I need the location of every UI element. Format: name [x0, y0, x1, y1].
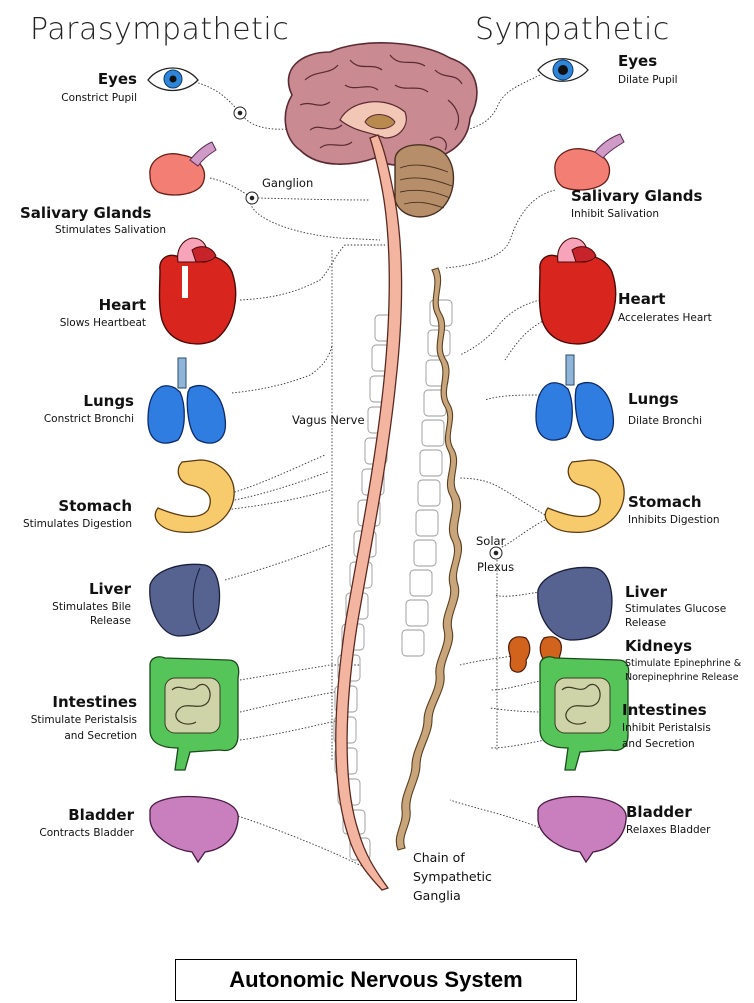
chain-label-1: Chain of [413, 848, 465, 867]
left-liver-effect-2: Release [90, 614, 131, 628]
left-liver-effect-1: Stimulates Bile [52, 600, 131, 614]
right-kidneys-effect-1: Stimulate Epinephrine & [625, 657, 741, 671]
brain [285, 43, 477, 217]
left-intestines-effect-1: Stimulate Peristalsis [31, 713, 137, 727]
sympathetic-header: Sympathetic [475, 12, 670, 47]
heart-icon-left [160, 238, 236, 344]
left-lungs-effect: Constrict Bronchi [44, 412, 134, 426]
salivary-gland-icon-right [555, 134, 624, 190]
right-liver-title: Liver [625, 583, 667, 601]
left-stomach-effect: Stimulates Digestion [23, 517, 132, 531]
left-stomach-title: Stomach [58, 497, 132, 515]
bladder-icon-right [538, 797, 626, 862]
liver-icon-left [150, 564, 220, 636]
right-bladder-effect: Relaxes Bladder [626, 823, 710, 837]
right-heart-title: Heart [618, 290, 665, 308]
right-stomach-effect: Inhibits Digestion [628, 513, 720, 527]
right-eyes-effect: Dilate Pupil [618, 73, 678, 87]
right-salivary-title: Salivary Glands [571, 187, 702, 205]
left-eyes-title: Eyes [98, 70, 137, 88]
intestines-icon-right [540, 657, 629, 770]
spinal-cord [336, 135, 402, 890]
left-intestines-effect-2: and Secretion [64, 729, 137, 743]
ganglion-label: Ganglion [262, 176, 313, 191]
stomach-icon-right [545, 460, 624, 532]
right-kidneys-title: Kidneys [625, 637, 692, 655]
parasympathetic-header: Parasympathetic [30, 12, 289, 47]
intestines-icon-left [150, 657, 239, 770]
right-bladder-title: Bladder [626, 803, 692, 821]
diagram-caption: Autonomic Nervous System [175, 959, 577, 1001]
left-salivary-effect: Stimulates Salivation [55, 223, 166, 237]
right-intestines-title: Intestines [622, 701, 707, 719]
sympathetic-chain [396, 268, 461, 850]
right-liver-effect-1: Stimulates Glucose [625, 602, 726, 616]
bladder-icon-left [150, 797, 238, 862]
chain-label-3: Ganglia [413, 886, 461, 905]
right-intestines-effect-1: Inhibit Peristalsis [622, 721, 711, 735]
liver-icon-right [538, 567, 612, 640]
right-kidneys-effect-2: Norepinephrine Release [625, 671, 739, 685]
heart-icon-right [540, 238, 616, 344]
left-intestines-title: Intestines [52, 693, 137, 711]
left-eyes-effect: Constrict Pupil [61, 91, 137, 105]
eye-icon-right [538, 59, 588, 82]
right-lungs-title: Lungs [628, 390, 679, 408]
ganglion-nodes [234, 107, 502, 559]
right-stomach-title: Stomach [628, 493, 702, 511]
salivary-gland-icon-left [150, 142, 216, 195]
solar-plexus-label-2: Plexus [477, 560, 514, 575]
right-liver-effect-2: Release [625, 616, 666, 630]
right-lungs-effect: Dilate Bronchi [628, 414, 702, 428]
right-eyes-title: Eyes [618, 52, 657, 70]
eye-icon-left [148, 68, 198, 91]
vagus-nerve-label: Vagus Nerve [292, 413, 365, 428]
lungs-icon-right [536, 355, 613, 440]
right-intestines-effect-2: and Secretion [622, 737, 695, 751]
left-salivary-title: Salivary Glands [20, 204, 151, 222]
left-heart-title: Heart [99, 296, 146, 314]
stomach-icon-left [155, 460, 234, 532]
left-heart-effect: Slows Heartbeat [60, 316, 146, 330]
left-lungs-title: Lungs [83, 392, 134, 410]
left-bladder-title: Bladder [68, 806, 134, 824]
left-bladder-effect: Contracts Bladder [39, 826, 134, 840]
lungs-icon-left [148, 358, 225, 443]
left-liver-title: Liver [89, 580, 131, 598]
chain-label-2: Sympathetic [413, 867, 492, 886]
right-heart-effect: Accelerates Heart [618, 311, 712, 325]
solar-plexus-label-1: Solar [476, 534, 505, 549]
right-salivary-effect: Inhibit Salivation [571, 207, 659, 221]
